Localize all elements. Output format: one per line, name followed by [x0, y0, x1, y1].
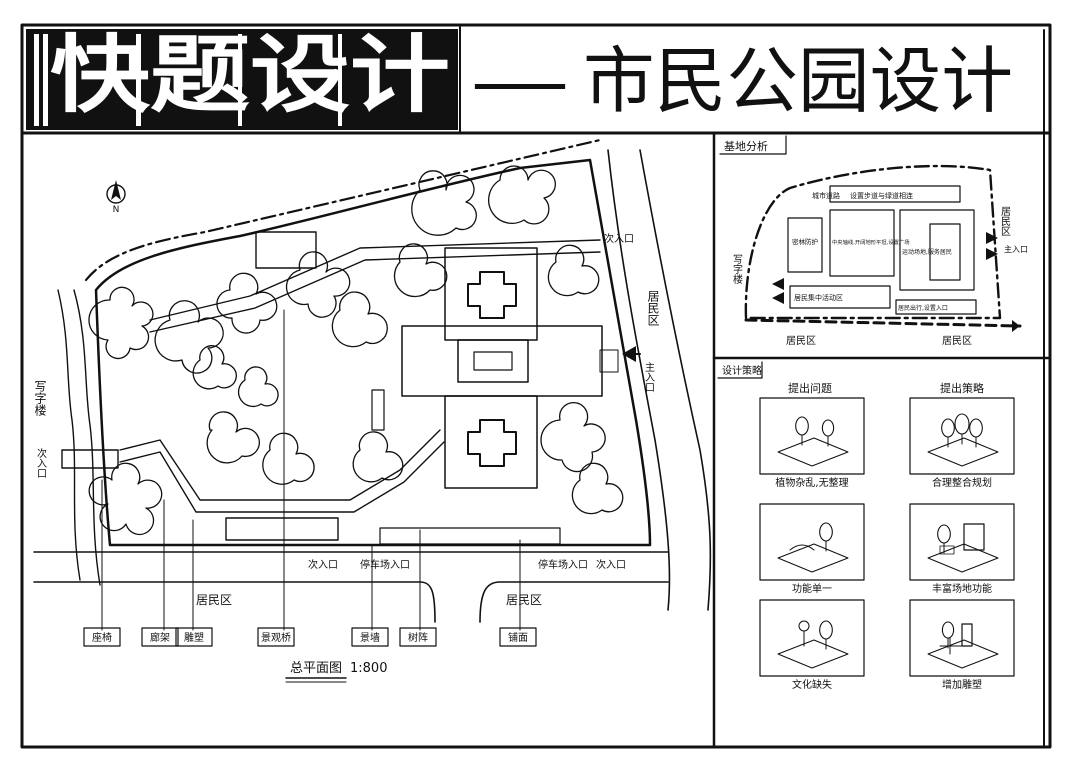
analysis-box-center: [829, 209, 895, 277]
svg-text:景观桥: 景观桥: [261, 632, 291, 644]
analysis-residential-right: 居民区: [999, 206, 1011, 236]
title-main: 市民公园设计: [583, 39, 1013, 123]
park-paths: [119, 239, 601, 513]
analysis-bottom-right: 居民出行,设置入口: [898, 304, 948, 312]
title-stripes: [34, 34, 342, 126]
label-entrance-top-right: 次入口: [604, 232, 634, 245]
road-right: [607, 149, 671, 611]
legend-tags: 座椅 廊架 雕塑 景观桥 景墙 树阵 铺面: [83, 627, 537, 647]
site-analysis: 基地分析 城市道路 设置步道与绿道相连 密林防护 中央轴线,开阔地形平坦,设置: [719, 135, 1028, 347]
legend-tag: 廊架: [141, 627, 179, 647]
svg-text:座椅: 座椅: [92, 631, 112, 644]
label-parking-entrance-2: 停车场入口: [538, 558, 588, 571]
strategy-column-title-solution: 提出策略: [940, 381, 984, 395]
strategy-caption: 植物杂乱,无整理: [775, 476, 848, 489]
label-entrance-bottom-left: 次入口: [308, 558, 338, 571]
svg-text:树阵: 树阵: [408, 631, 428, 644]
structures: [61, 231, 561, 545]
sheet-frame: [20, 23, 1052, 749]
svg-text:雕塑: 雕塑: [184, 631, 204, 644]
legend-leaders: [101, 309, 521, 631]
analysis-residential-bottom-right: 居民区: [942, 335, 972, 347]
legend-tag: 雕塑: [175, 627, 213, 647]
analysis-top-road: 城市道路: [812, 191, 840, 200]
header: 快题设计 — 市民公园设计: [26, 26, 1013, 130]
site-boundary: [84, 138, 602, 282]
analysis-top-note: 设置步道与绿道相连: [850, 191, 913, 200]
legend-tag: 景观桥: [257, 627, 295, 647]
central-axis: [401, 247, 619, 489]
label-office-left: 写字楼: [33, 380, 47, 416]
strategy-panel-rich-function: [909, 503, 1015, 581]
tree-clusters: [88, 165, 624, 536]
legend-tag: 座椅: [83, 627, 121, 647]
svg-text:景墙: 景墙: [360, 631, 380, 644]
strategy-column-title-problem: 提出问题: [788, 381, 832, 395]
svg-text:铺面: 铺面: [508, 631, 528, 644]
label-residential-bottom-left: 居民区: [196, 593, 232, 607]
strategy-panel-trees-grove: [909, 397, 1015, 475]
legend-tag: 景墙: [351, 627, 389, 647]
strategy-caption: 增加雕塑: [942, 678, 982, 691]
site-plan: N 次入口 主入口 居民区 写字楼 次入口 次入口 停车场入口 停车场入口 次入…: [33, 138, 712, 683]
site-plan-labels: 次入口 主入口 居民区 写字楼 次入口 次入口 停车场入口 停车场入口 次入口 …: [33, 232, 660, 607]
site-analysis-title: 基地分析: [724, 139, 768, 153]
analysis-bottom-box: 居民集中活动区: [794, 293, 843, 302]
strategy-panel-trees-flat: [759, 397, 865, 475]
label-entrance-bottom-right: 次入口: [596, 558, 626, 571]
analysis-residential-bottom-left: 居民区: [786, 335, 816, 347]
label-entrance-left: 次入口: [35, 447, 47, 478]
analysis-box-bottom-right: [895, 299, 977, 315]
design-strategy-title: 设计策略: [722, 364, 762, 377]
analysis-field: [929, 223, 961, 281]
strategy-panel-add-sculpture: [909, 599, 1015, 677]
strategy-caption: 合理整合规划: [932, 476, 992, 489]
legend-tag: 铺面: [499, 627, 537, 647]
strategy-panel-single-function: [759, 503, 865, 581]
label-entrance-main: 主入口: [643, 362, 655, 392]
title-block-text: 快题设计: [50, 26, 450, 124]
analysis-box-top: [829, 185, 961, 203]
analysis-right-box: 运动场地,服务居民: [902, 248, 952, 256]
analysis-center-box: 中央轴线,开阔地形平坦,设置广场: [832, 238, 910, 246]
strategy-panel-culture-lack: [759, 599, 865, 677]
legend-tag: 树阵: [399, 627, 437, 647]
river: [57, 289, 101, 586]
analysis-arrows: [772, 232, 998, 304]
strategy-caption: 文化缺失: [792, 678, 832, 691]
analysis-office-left: 写字楼: [731, 254, 743, 285]
analysis-box-right: [899, 209, 975, 291]
analysis-main-entrance: 主入口: [1004, 244, 1028, 254]
site-plan-caption: 总平面图: [290, 661, 342, 676]
label-parking-entrance-1: 停车场入口: [360, 558, 410, 571]
analysis-boundary: [744, 164, 1002, 320]
north-arrow-icon: N: [106, 180, 126, 215]
site-outline: [94, 158, 652, 547]
label-residential-bottom-right: 居民区: [506, 593, 542, 607]
svg-text:廊架: 廊架: [150, 631, 170, 644]
strategy-caption: 功能单一: [792, 582, 832, 595]
analysis-box-left: [787, 217, 823, 273]
title-separator: —: [470, 41, 570, 123]
svg-text:N: N: [113, 205, 120, 215]
strategy-caption: 丰富场地功能: [932, 582, 992, 595]
analysis-left-box: 密林防护: [792, 237, 818, 246]
analysis-box-bottom: [789, 285, 891, 309]
site-plan-scale: 1:800: [350, 661, 387, 676]
main-entrance-arrow-icon: [622, 346, 641, 362]
label-residential-right: 居民区: [646, 290, 660, 326]
